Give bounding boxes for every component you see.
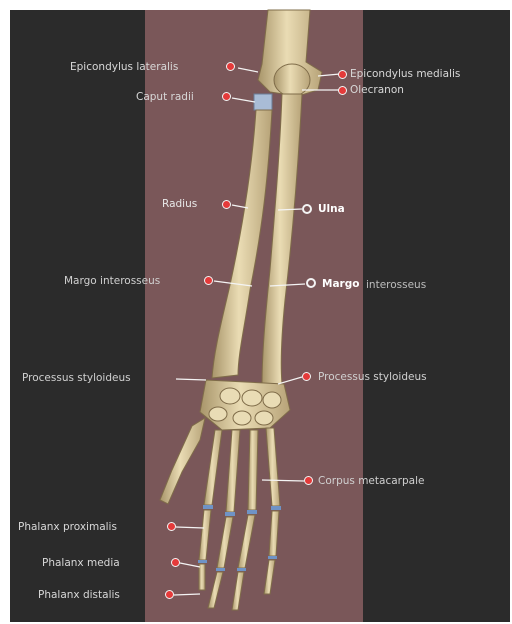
label-olecranon: Olecranon <box>350 84 404 96</box>
marker-phalanx-proximalis <box>167 522 176 531</box>
label-phalanx-media: Phalanx media <box>42 557 120 569</box>
marker-corpus <box>304 476 313 485</box>
marker-margo-left <box>204 276 213 285</box>
label-processus-styloideus-left: Processus styloideus <box>22 372 131 384</box>
marker-phalanx-distalis <box>165 590 174 599</box>
marker-phalanx-media <box>171 558 180 567</box>
marker-proc-right <box>302 372 311 381</box>
marker-epicondylus-medialis <box>338 70 347 79</box>
caput-radii-bone <box>254 94 272 110</box>
label-phalanx-proximalis: Phalanx proximalis <box>18 521 117 533</box>
label-corpus-metacarpale: Corpus metacarpale <box>318 475 424 487</box>
label-caput-radii: Caput radii <box>136 91 194 103</box>
olecranon-bone <box>274 64 310 96</box>
label-epicondylus-medialis: Epicondylus medialis <box>350 68 460 80</box>
label-interosseus-right: interosseus <box>366 279 426 291</box>
marker-margo-right <box>306 278 316 288</box>
marker-epicondylus-lateralis <box>226 62 235 71</box>
finger-bones <box>199 428 280 610</box>
marker-ulna <box>302 204 312 214</box>
label-phalanx-distalis: Phalanx distalis <box>38 589 120 601</box>
label-ulna: Ulna <box>318 203 345 215</box>
label-margo-right: Margo <box>322 278 359 290</box>
label-epicondylus-lateralis: Epicondylus lateralis <box>70 61 178 73</box>
marker-olecranon <box>338 86 347 95</box>
label-margo-interosseus-left: Margo interosseus <box>64 275 160 287</box>
label-radius: Radius <box>162 198 197 210</box>
thumb-bones <box>160 418 205 504</box>
marker-caput-radii <box>222 92 231 101</box>
radius-bone <box>212 110 272 378</box>
label-processus-styloideus-right: Processus styloideus <box>318 371 427 383</box>
marker-radius <box>222 200 231 209</box>
